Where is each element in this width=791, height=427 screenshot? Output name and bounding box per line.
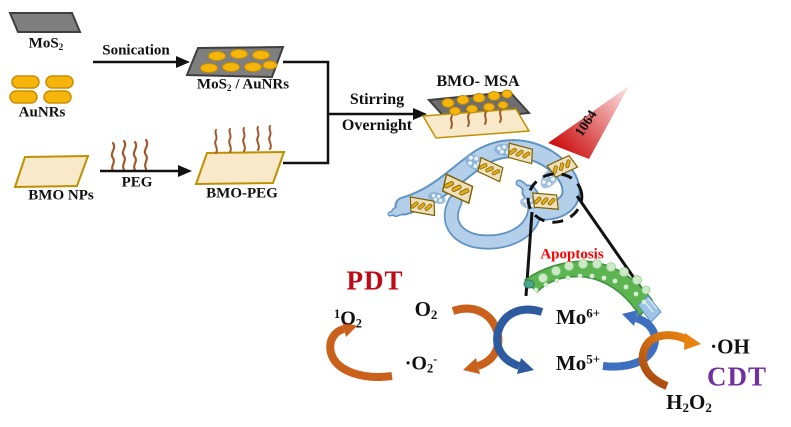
bmo-peg-label: BMO-PEG [206,185,278,202]
sonication-label: Sonication [102,42,170,59]
aunrs-label: AuNRs [18,104,66,121]
bmo-peg-sheet-icon [194,125,286,186]
singlet-oxygen-label: 1O2 [334,307,362,331]
peg-arrow [100,165,192,177]
mo6-to-mo5-arrow [493,305,544,374]
o2-label: O2 [414,296,438,323]
apoptosis-label: Apoptosis [540,246,604,263]
merge-bracket [283,60,330,165]
cdt-h2o2-to-oh-arrow [638,331,701,390]
peg-label: PEG [121,174,153,191]
hydroxyl-radical-label: ·OH [710,334,750,359]
pdt-label: PDT [346,265,404,296]
laser-beam-icon [548,86,629,159]
mos2-sheet-icon [8,12,82,33]
bmo-msa-sheet-icon [421,89,532,139]
intestine-tissue-icon [523,259,662,323]
mo6-label: Mo6+ [555,304,601,329]
bmo-nps-sheet-icon [13,154,90,189]
aunrs-icon [9,75,74,104]
pdt-o2-to-superoxide-arrow [451,304,503,374]
overnight-label: Overnight [341,117,413,134]
bmo-nps-label: BMO NPs [28,187,94,204]
cdt-label: CDT [706,361,768,392]
stirring-arrow [328,108,427,120]
bmo-msa-label: BMO- MSA [436,73,520,90]
peg-squiggles-icon [110,138,149,173]
magnifier-dashed-circle [526,172,584,224]
mo5-label: Mo5+ [555,350,601,375]
mos2-aunrs-label: MoS2 / AuNRs [196,76,290,95]
sonication-arrow [93,56,190,68]
mos2-aunrs-sheet-icon [185,45,285,79]
pdt-superoxide-to-singlet-arrow [326,321,393,381]
mo5-to-mo6-arrow [602,310,659,371]
mos2-label: MoS2 [28,35,64,54]
superoxide-label: ·O2- [404,352,438,376]
stirring-label: Stirring [349,91,405,108]
h2o2-label: H2O2 [666,389,712,416]
